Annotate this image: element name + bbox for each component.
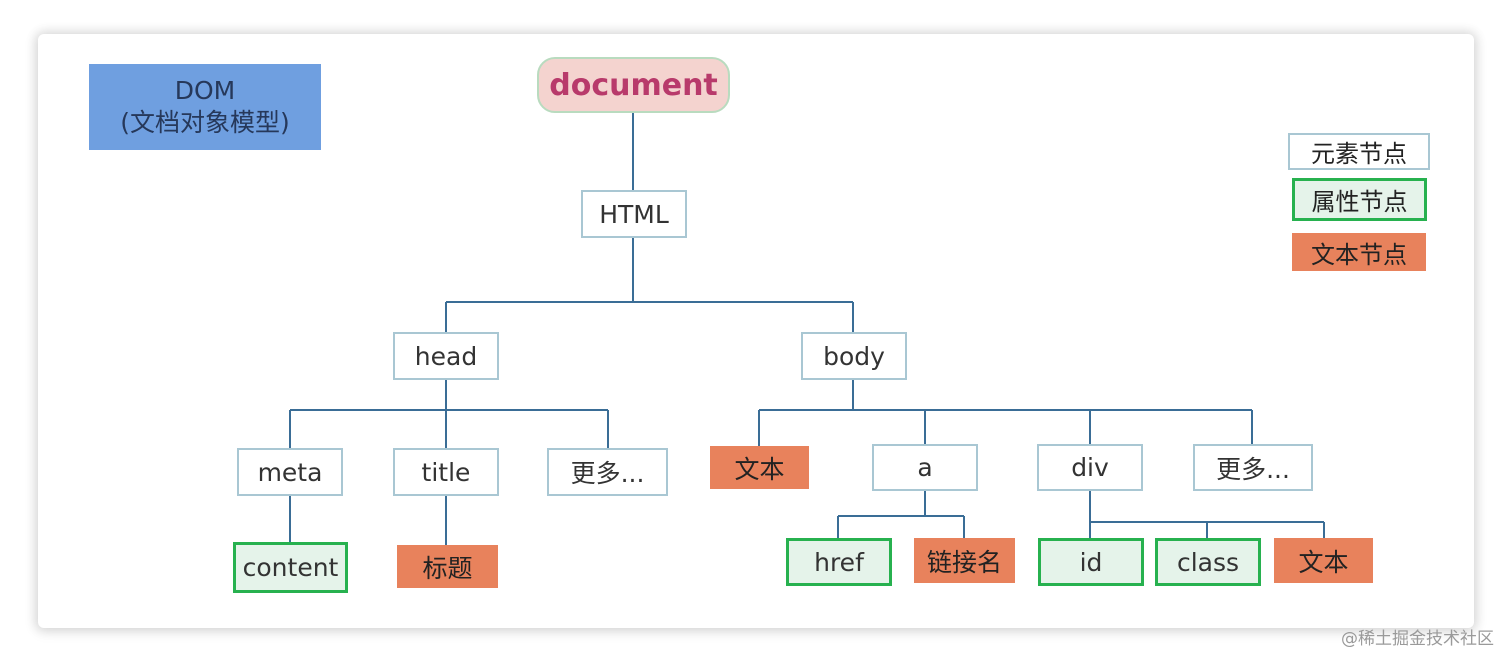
- node-document: document: [537, 57, 730, 113]
- node-id-attr: id: [1038, 538, 1144, 586]
- node-link-name-text: 链接名: [914, 538, 1015, 583]
- node-html: HTML: [581, 190, 687, 238]
- node-content-attr: content: [233, 542, 348, 593]
- node-body: body: [801, 332, 907, 380]
- dom-title-line1: DOM: [174, 76, 236, 105]
- node-div-text: 文本: [1274, 538, 1373, 583]
- node-title: title: [393, 448, 499, 496]
- node-a: a: [872, 444, 978, 491]
- node-head-more: 更多...: [547, 448, 668, 496]
- node-class-attr: class: [1155, 538, 1261, 586]
- legend-attribute-node: 属性节点: [1292, 178, 1427, 221]
- watermark: @稀土掘金技术社区: [1341, 629, 1494, 649]
- dom-title-box: DOM (文档对象模型): [89, 64, 321, 150]
- node-div: div: [1037, 444, 1143, 491]
- node-head: head: [393, 332, 499, 380]
- dom-title-line2: (文档对象模型): [120, 108, 290, 137]
- node-body-more: 更多...: [1193, 444, 1313, 491]
- legend-text-node: 文本节点: [1292, 233, 1426, 271]
- legend-element-node: 元素节点: [1288, 133, 1430, 170]
- node-body-text: 文本: [710, 446, 809, 489]
- node-title-text: 标题: [397, 545, 498, 588]
- node-meta: meta: [237, 448, 343, 496]
- node-href-attr: href: [786, 538, 892, 586]
